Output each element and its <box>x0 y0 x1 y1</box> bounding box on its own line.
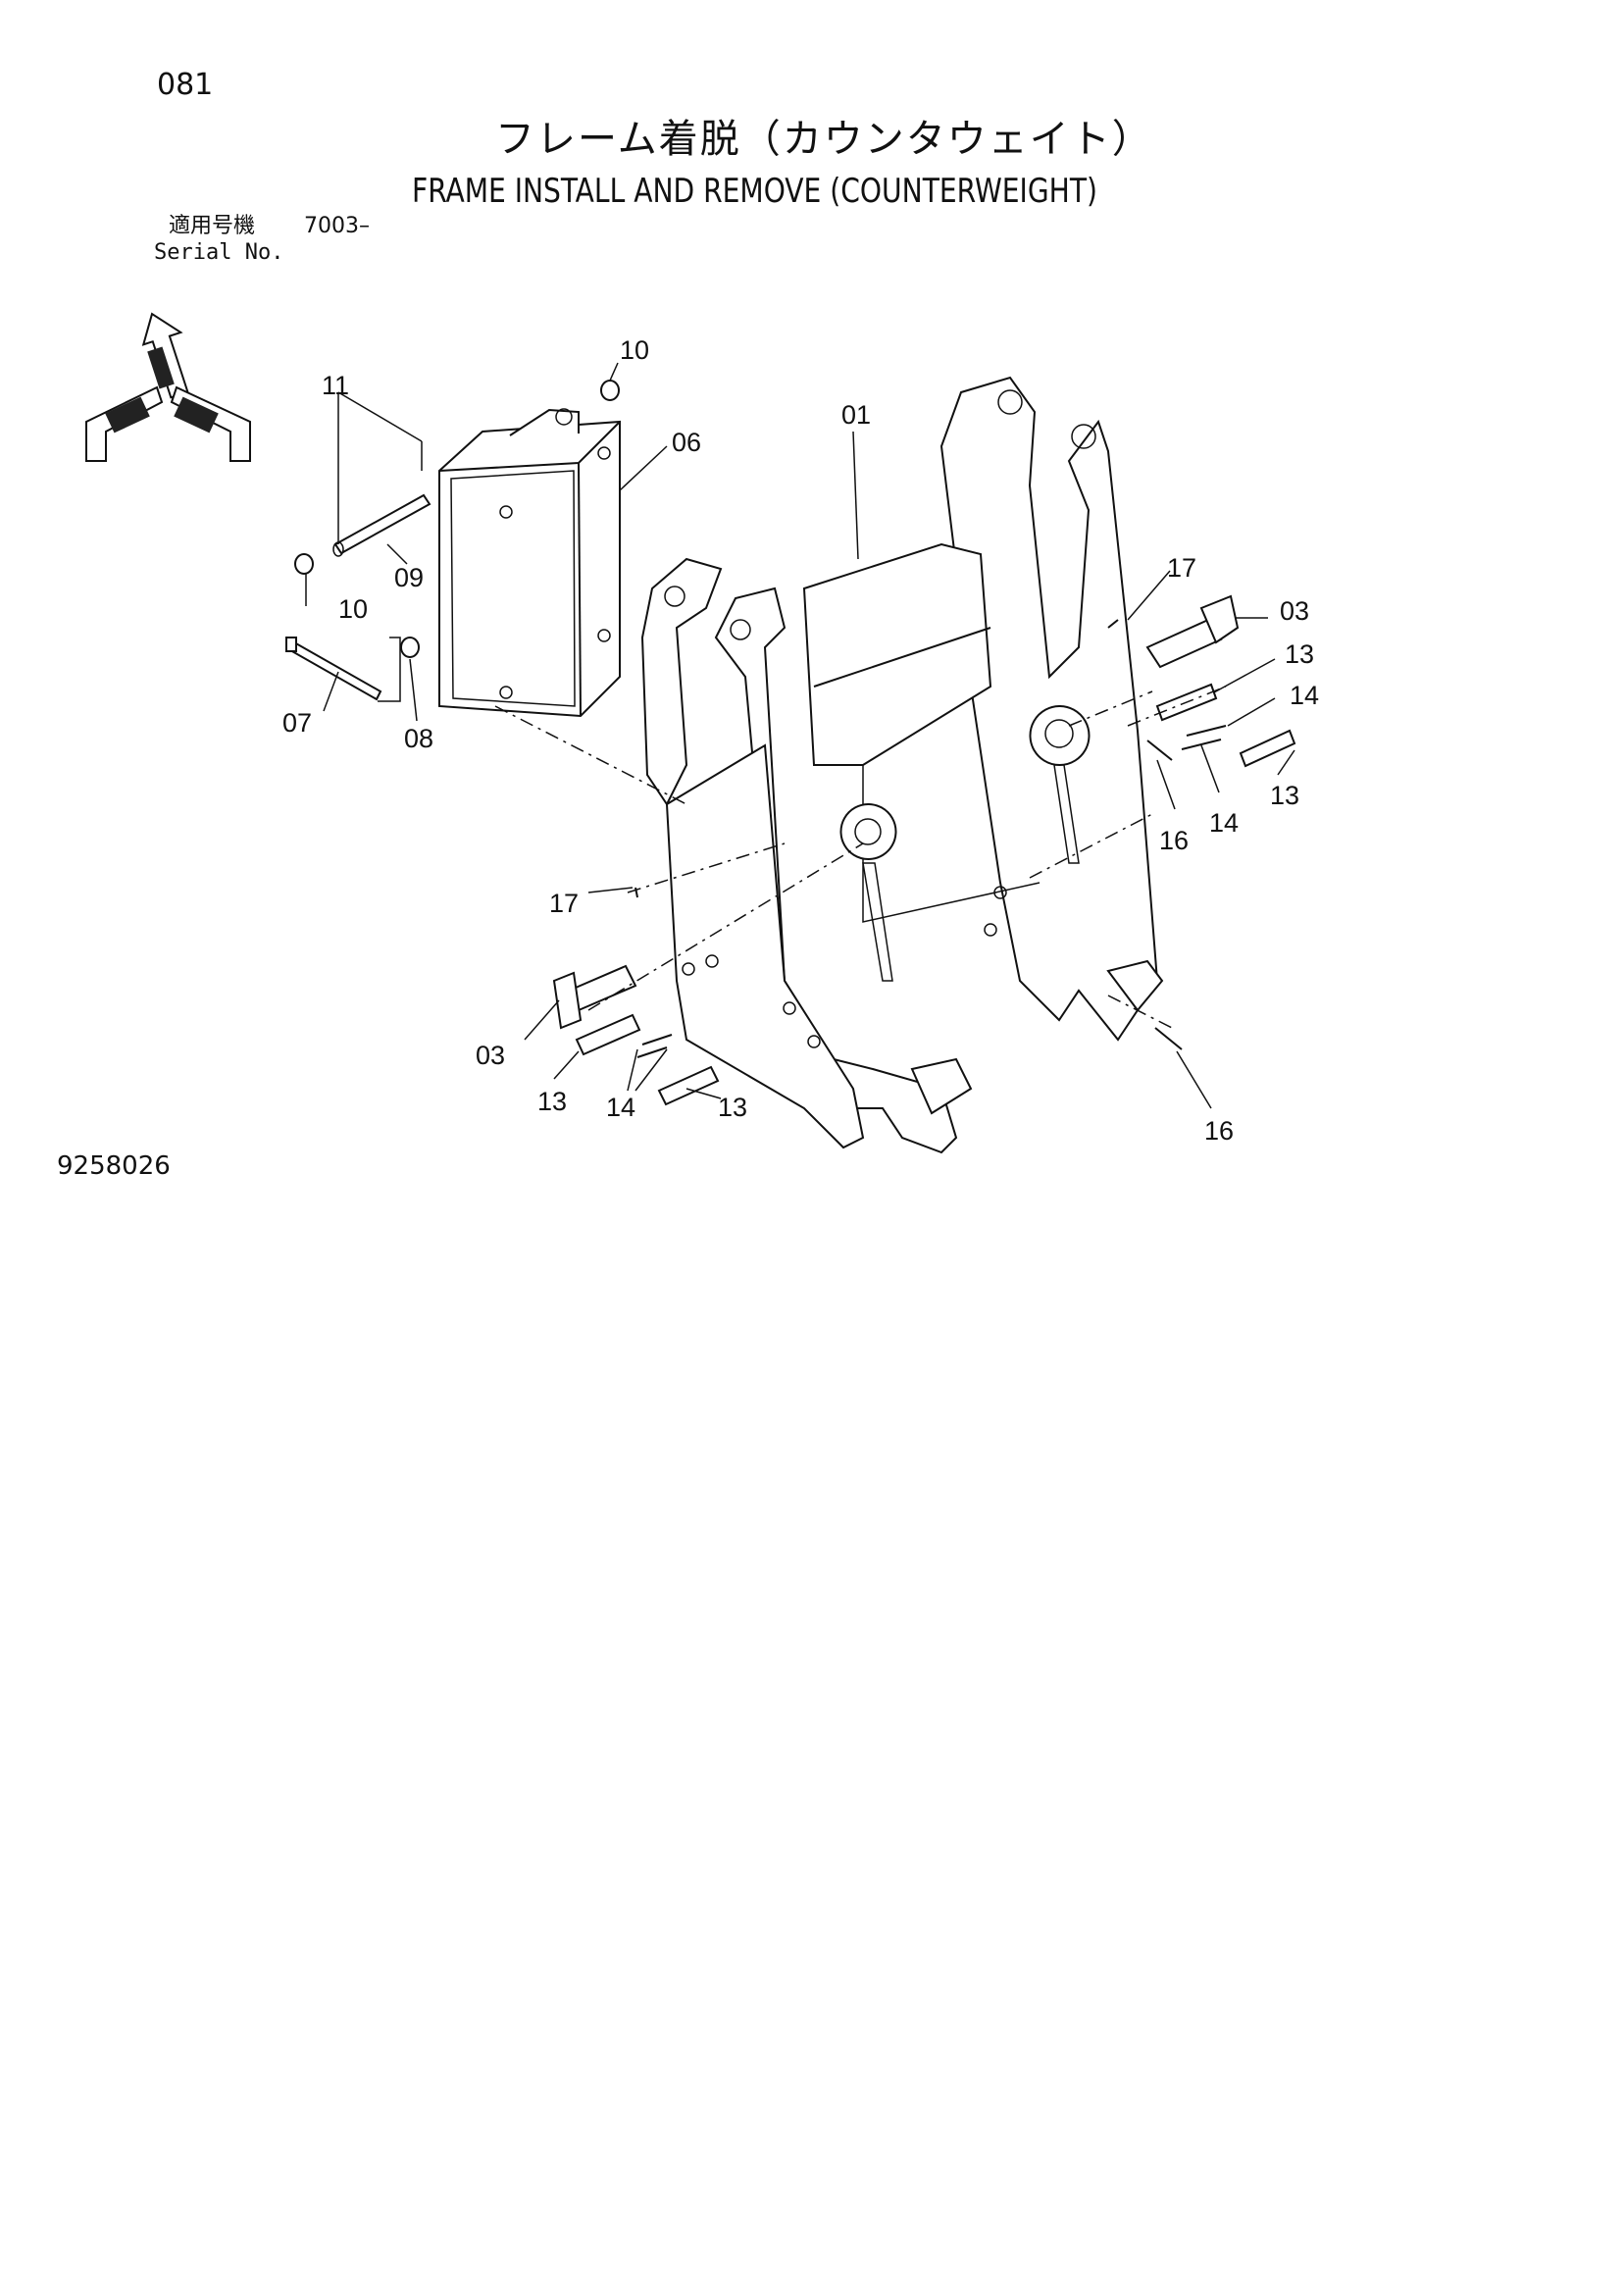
callout-16a: 16 <box>1159 826 1189 855</box>
callout-14b: 14 <box>1209 808 1239 838</box>
callout-13a: 13 <box>1285 639 1314 669</box>
counterweight-block <box>438 408 621 718</box>
serial-label-english: Serial No. <box>154 240 284 265</box>
callout-10b: 10 <box>338 594 368 624</box>
serial-label-japanese: 適用号機 <box>169 214 256 238</box>
pin-14c <box>641 1034 673 1046</box>
callout-08: 08 <box>404 724 433 753</box>
title-english: FRAME INSTALL AND REMOVE (COUNTERWEIGHT) <box>412 172 1097 211</box>
pin-03-left <box>552 964 637 1030</box>
pin-16b <box>1154 1027 1183 1050</box>
main-frame <box>640 376 1164 1154</box>
callout-10a: 10 <box>620 335 649 365</box>
pin-14b <box>1181 739 1222 750</box>
pin-14a <box>1186 725 1227 737</box>
pin-03-right <box>1145 594 1240 669</box>
callout-17b: 17 <box>1167 553 1196 583</box>
callout-14a: 14 <box>1290 681 1319 710</box>
callout-14c: 14 <box>606 1093 635 1122</box>
pin-13b <box>1239 729 1296 768</box>
serial-value: 7003– <box>304 214 370 238</box>
pin-16a <box>1146 740 1173 761</box>
callout-03b: 03 <box>1280 596 1309 626</box>
callout-17a: 17 <box>549 889 579 918</box>
washer-08 <box>400 637 420 658</box>
orientation-arrows-icon <box>85 312 251 462</box>
callout-16b: 16 <box>1204 1116 1234 1146</box>
callout-06: 06 <box>672 428 701 457</box>
washer-10a <box>600 380 620 401</box>
pin-13c <box>575 1013 641 1056</box>
callout-01: 01 <box>841 400 871 430</box>
exploded-parts-diagram: 11 10 06 01 09 10 07 08 17 03 13 14 13 1… <box>85 312 1319 1154</box>
pin-17b <box>1107 619 1119 629</box>
page-number: 081 <box>157 68 214 102</box>
pin-13d <box>657 1065 720 1106</box>
callout-13b: 13 <box>1270 781 1299 810</box>
washer-10b <box>294 553 314 575</box>
callout-07: 07 <box>282 708 312 738</box>
bolt-09 <box>332 493 431 557</box>
callout-11: 11 <box>322 371 349 400</box>
bolt-07 <box>285 637 382 701</box>
drawing-number: 9258026 <box>57 1151 171 1181</box>
callout-09: 09 <box>394 563 424 592</box>
callout-03a: 03 <box>476 1041 505 1070</box>
pin-14d <box>636 1046 668 1058</box>
callout-13d: 13 <box>718 1093 747 1122</box>
callout-13c: 13 <box>537 1087 567 1116</box>
title-japanese: フレーム着脱（カウンタウェイト） <box>495 117 1153 162</box>
